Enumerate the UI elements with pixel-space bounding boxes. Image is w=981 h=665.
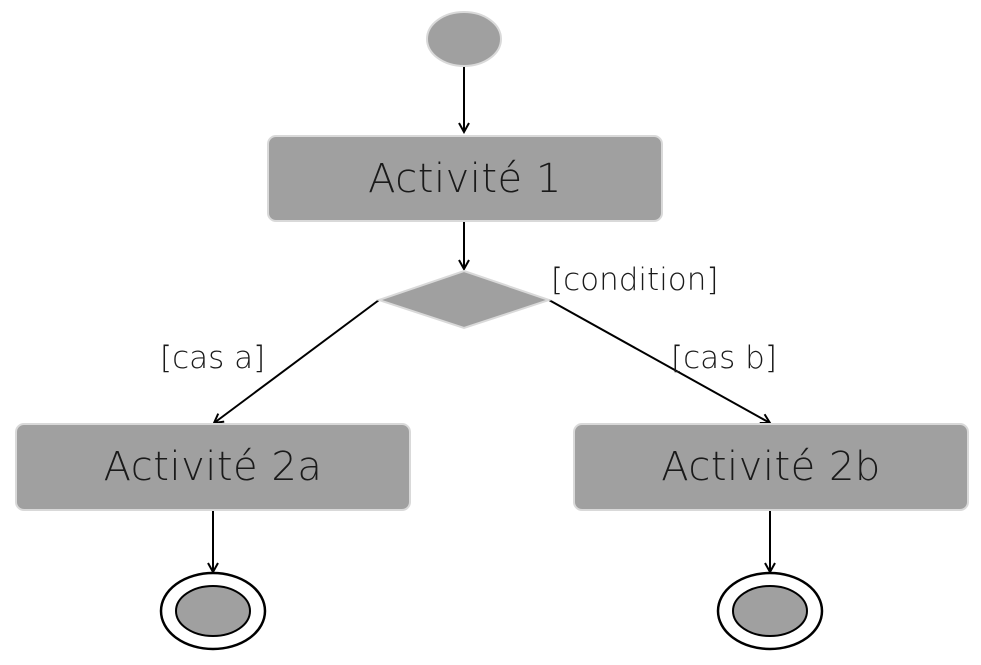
activity-1: Activité 1 <box>267 135 663 222</box>
guard-case-a: [cas a] <box>160 340 266 376</box>
activity-1-label: Activité 1 <box>368 155 562 202</box>
activity-2b: Activité 2b <box>573 423 969 511</box>
decision-node <box>375 269 553 330</box>
initial-node <box>426 11 502 67</box>
final-node-a <box>159 571 267 651</box>
activity-2a-label: Activité 2a <box>103 444 323 490</box>
final-node-b <box>716 571 824 651</box>
activity-2a: Activité 2a <box>15 423 411 511</box>
guard-case-b: [cas b] <box>671 340 777 376</box>
guard-condition: [condition] <box>551 262 719 298</box>
edge-decision-to-activity-2b <box>548 299 770 423</box>
edge-decision-to-activity-2a <box>214 299 380 423</box>
activity-2b-label: Activité 2b <box>661 444 881 490</box>
